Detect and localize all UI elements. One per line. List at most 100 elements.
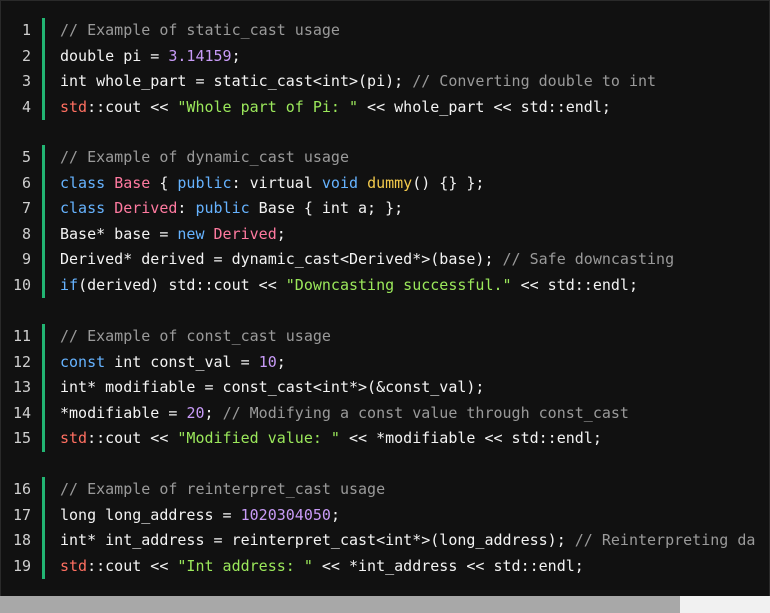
code-line[interactable]: 5 // Example of dynamic_cast usage: [1, 145, 769, 171]
code-token: [105, 174, 114, 192]
line-number: 9: [21, 250, 31, 268]
keyword-token: const: [60, 352, 106, 371]
code-token: double pi =: [60, 46, 169, 65]
comment-token: // Example of const_cast usage: [60, 327, 331, 345]
line-number: 11: [12, 327, 31, 345]
comment-token: // Reinterpreting da: [574, 531, 756, 549]
code-token: ;: [276, 352, 286, 371]
number-token: 20: [186, 403, 205, 422]
class-name-token: Derived: [213, 224, 277, 243]
number-token: 3.14159: [168, 46, 232, 65]
code-token: ::cout <<: [87, 429, 178, 447]
scrollbar-thumb[interactable]: [0, 596, 680, 613]
string-token: "Whole part of Pi: ": [177, 97, 359, 116]
namespace-token: std: [60, 556, 88, 575]
line-number: 5: [21, 148, 31, 166]
line-number: 3: [21, 72, 31, 90]
code-token: ;: [204, 403, 223, 422]
keyword-token: public: [195, 199, 250, 217]
code-line[interactable]: 9 Derived* derived = dynamic_cast<Derived…: [1, 247, 769, 273]
keyword-token: new: [177, 224, 205, 243]
horizontal-scrollbar[interactable]: [0, 596, 770, 613]
code-token: {: [150, 173, 178, 192]
code-token: int whole_part = static_cast<int>(pi);: [60, 72, 413, 90]
number-token: 1020304050: [240, 505, 331, 524]
keyword-token: void: [321, 173, 359, 192]
code-line[interactable]: 16// Example of reinterpret_cast usage: [1, 477, 769, 503]
code-line[interactable]: 12 const int const_val = 10;: [1, 350, 769, 376]
namespace-token: std: [60, 429, 88, 447]
code-token: (derived) std::cout <<: [78, 275, 286, 294]
code-text: int* int_address = reinterpret_cast<int*…: [60, 528, 755, 554]
code-text: // Example of dynamic_cast usage: [60, 145, 349, 171]
code-text: Base* base = new Derived;: [60, 222, 286, 248]
code-token: << std::endl;: [511, 275, 638, 294]
code-line[interactable]: 1// Example of static_cast usage: [1, 18, 769, 44]
gutter-accent-bar: [42, 477, 45, 579]
code-token: [205, 225, 214, 243]
line-number: 4: [21, 97, 31, 116]
code-text: class Derived: public Base { int a; };: [60, 196, 403, 222]
comment-token: // Example of reinterpret_cast usage: [60, 480, 386, 498]
keyword-token: class: [60, 173, 106, 192]
code-token: [358, 174, 367, 192]
line-number: 15: [12, 429, 31, 447]
line-number: 13: [12, 378, 31, 396]
code-text: // Example of static_cast usage: [60, 18, 340, 44]
string-token: "Int address: ": [177, 556, 313, 575]
function-token: dummy: [367, 173, 413, 192]
line-number: 7: [21, 199, 31, 217]
code-text: double pi = 3.14159;: [60, 44, 241, 70]
code-line[interactable]: 7 class Derived: public Base { int a; };: [1, 196, 769, 222]
comment-token: // Modifying a const value through const…: [222, 403, 629, 422]
code-token: << *modifiable << std::endl;: [339, 429, 602, 447]
gutter-accent-bar: [42, 18, 45, 120]
code-token: ;: [330, 505, 340, 524]
code-token: Base { int a; };: [249, 199, 404, 217]
string-token: "Downcasting successful.": [285, 275, 512, 294]
comment-token: // Example of static_cast usage: [60, 21, 340, 39]
code-line[interactable]: 15 std::cout << "Modified value: " << *mo…: [1, 426, 769, 452]
comment-token: // Safe downcasting: [502, 250, 675, 268]
line-number: 12: [12, 352, 31, 371]
code-token: ;: [231, 46, 241, 65]
code-block-const-cast: 11 // Example of const_cast usage 12 const …: [1, 324, 769, 452]
keyword-token: if: [60, 275, 79, 294]
code-line[interactable]: 11 // Example of const_cast usage: [1, 324, 769, 350]
code-token: *modifiable =: [60, 403, 187, 422]
code-text: Derived* derived = dynamic_cast<Derived*…: [60, 247, 674, 273]
code-token: : virtual: [231, 173, 322, 192]
line-number: 19: [12, 556, 31, 575]
string-token: "Modified value: ": [177, 429, 340, 447]
code-text: class Base { public: virtual void dummy(…: [60, 171, 484, 197]
keyword-token: public: [177, 173, 232, 192]
code-token: Base* base =: [60, 224, 178, 243]
code-token: Derived* derived = dynamic_cast<Derived*…: [60, 250, 503, 268]
comment-token: // Example of dynamic_cast usage: [60, 148, 349, 166]
gutter-accent-bar: [42, 145, 45, 298]
code-text: long long_address = 1020304050;: [60, 503, 340, 529]
line-number: 14: [12, 403, 31, 422]
code-line[interactable]: 14 *modifiable = 20; // Modifying a const…: [1, 401, 769, 427]
code-token: [105, 199, 114, 217]
code-token: int* int_address = reinterpret_cast<int*…: [60, 531, 575, 549]
keyword-token: class: [60, 199, 106, 217]
code-token: int const_val =: [105, 352, 259, 371]
code-text: std::cout << "Modified value: " << *modi…: [60, 426, 602, 452]
code-text: const int const_val = 10;: [60, 350, 286, 376]
comment-token: // Converting double to int: [412, 72, 657, 90]
code-token: :: [177, 199, 196, 217]
